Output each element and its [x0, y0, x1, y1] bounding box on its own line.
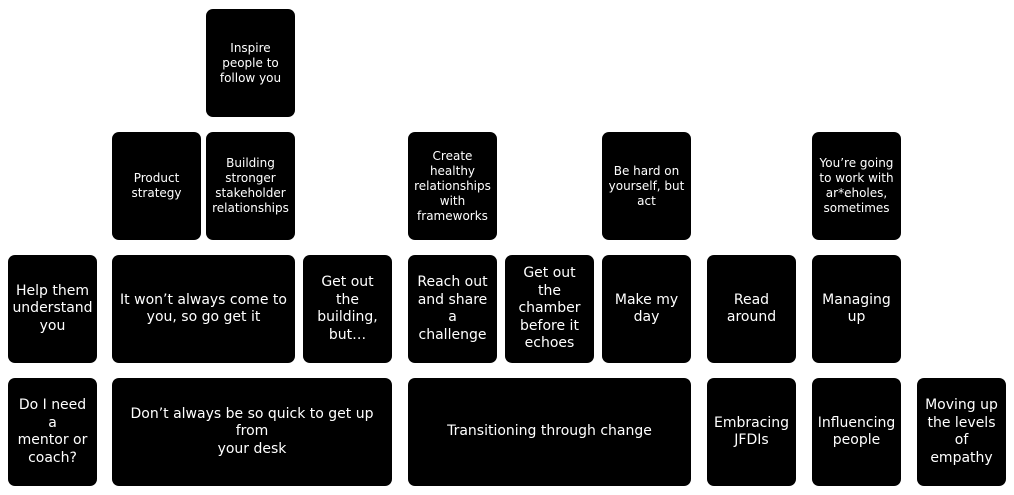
tile-mentor-or-coach: Do I need a mentor or coach? [8, 378, 97, 486]
tile-influencing-people: Influencing people [812, 378, 901, 486]
tile-embracing-jfdis: Embracing JFDIs [707, 378, 796, 486]
tile-managing-up: Managing up [812, 255, 901, 363]
tile-work-with: You’re going to work with ar*eholes, som… [812, 132, 901, 240]
tile-be-hard-on-yourself: Be hard on yourself, but act [602, 132, 691, 240]
tile-make-my-day: Make my day [602, 255, 691, 363]
tile-create-healthy-relationships: Create healthy relationships with framew… [408, 132, 497, 240]
tile-go-get-it: It won’t always come to you, so go get i… [112, 255, 295, 363]
tile-inspire-people: Inspire people to follow you [206, 9, 295, 117]
tile-read-around: Read around [707, 255, 796, 363]
tile-product-strategy: Product strategy [112, 132, 201, 240]
tile-get-out-the-building: Get out the building, but… [303, 255, 392, 363]
tile-help-them-understand: Help them understand you [8, 255, 97, 363]
tile-transitioning-through-change: Transitioning through change [408, 378, 691, 486]
tile-building-stakeholder-relationships: Building stronger stakeholder relationsh… [206, 132, 295, 240]
tile-quick-to-get-up: Don’t always be so quick to get up from … [112, 378, 392, 486]
tile-levels-of-empathy: Moving up the levels of empathy [917, 378, 1006, 486]
tile-reach-out: Reach out and share a challenge [408, 255, 497, 363]
tile-get-out-the-chamber: Get out the chamber before it echoes [505, 255, 594, 363]
